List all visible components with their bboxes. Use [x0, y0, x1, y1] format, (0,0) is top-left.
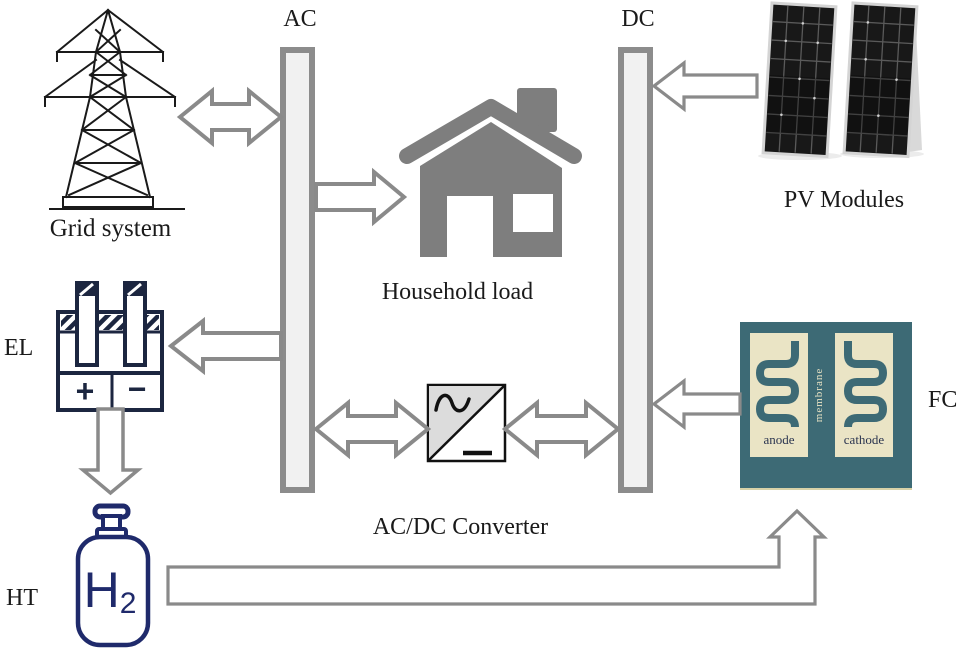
electrolyzer-icon: + −: [56, 281, 164, 412]
hydrogen-tank-label: HT: [6, 585, 38, 611]
arrow-converter-dc-bidirectional: [501, 398, 622, 460]
pv-modules-icon: [758, 1, 924, 160]
arrow-pv-to-dc: [651, 59, 759, 113]
arrow-tank-to-fc: [166, 508, 828, 606]
dc-bus-bar: [618, 47, 653, 493]
arrow-ac-to-household: [314, 167, 408, 227]
converter-label: AC/DC Converter: [372, 514, 549, 540]
grid-tower-icon: [43, 8, 185, 210]
arrow-ac-to-el: [167, 316, 283, 376]
el-plus-terminal: +: [76, 373, 95, 409]
grid-system-label: Grid system: [49, 215, 172, 242]
membrane-label: membrane: [813, 368, 825, 422]
fuel-cell-label: FC: [928, 387, 958, 413]
household-load-label: Household load: [381, 279, 534, 305]
ac-bus-bar: [280, 47, 315, 493]
hydrogen-tank-icon: H2: [75, 503, 151, 648]
ac-bus-label: AC: [283, 6, 317, 32]
converter-icon: [426, 383, 507, 463]
cathode-flow-channel: [844, 341, 887, 428]
arrow-grid-ac-bidirectional: [176, 86, 285, 148]
anode-flow-channel: [756, 341, 799, 428]
el-minus-terminal: −: [128, 371, 147, 407]
pv-modules-label: PV Modules: [783, 187, 905, 213]
fuel-cell-icon: anode cathode membrane: [740, 322, 912, 490]
arrow-el-to-tank: [78, 407, 143, 496]
cathode-label: cathode: [844, 432, 885, 447]
arrow-ac-converter-bidirectional: [312, 398, 432, 460]
arrow-fc-to-dc: [651, 377, 742, 431]
household-load-icon: [399, 88, 582, 257]
dc-bus-label: DC: [621, 6, 655, 32]
electrolyzer-label: EL: [4, 335, 34, 361]
ac-sine-symbol: [434, 393, 471, 413]
h2-text: H2: [84, 562, 137, 620]
anode-label: anode: [763, 432, 794, 447]
